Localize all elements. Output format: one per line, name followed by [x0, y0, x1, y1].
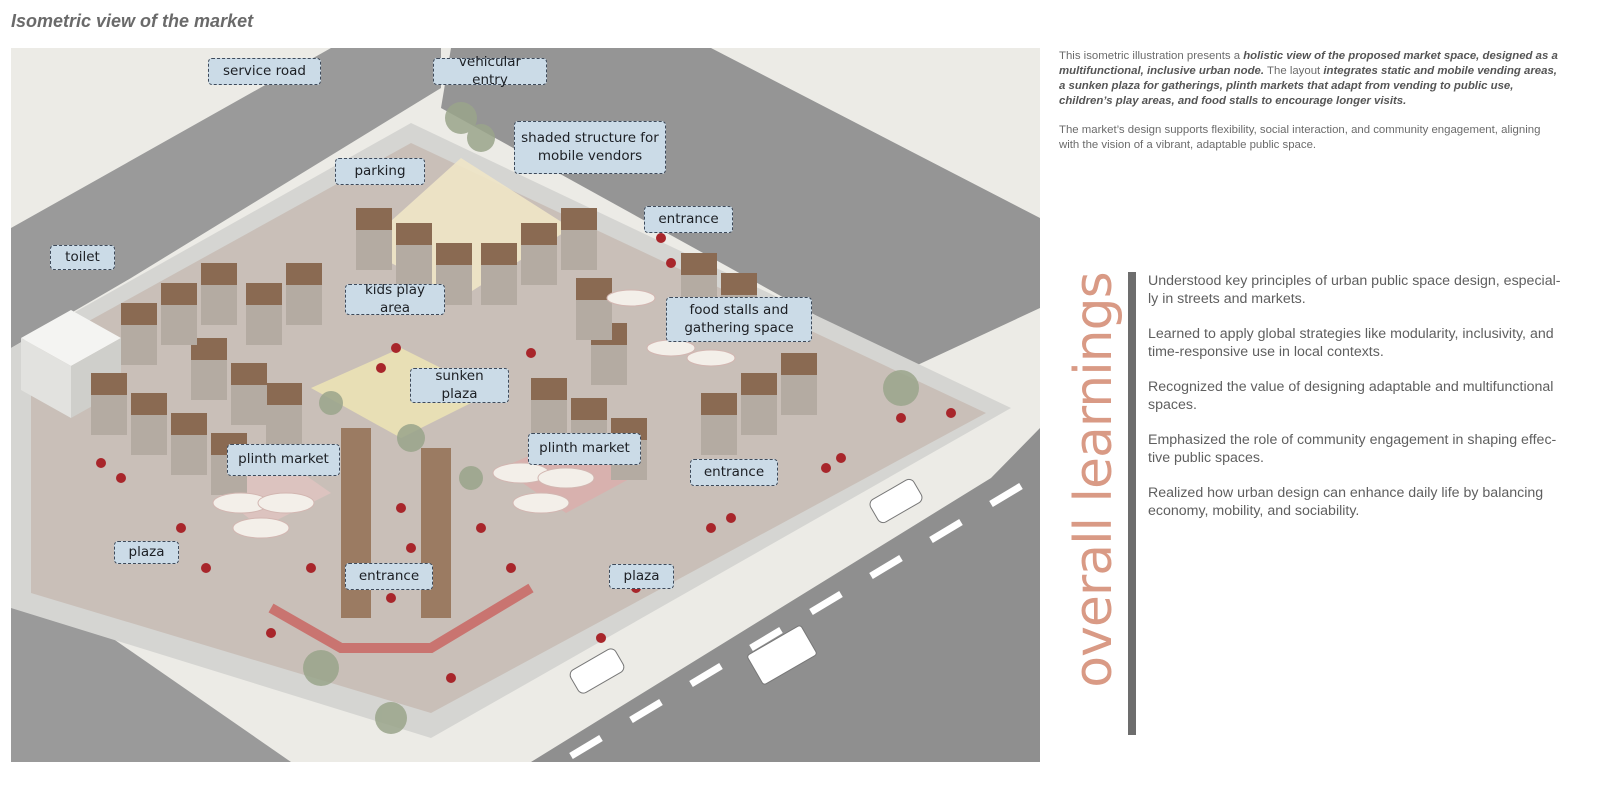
intro-p1-d: integrates static and mobile vending are… [1059, 65, 1557, 108]
label-shaded-structure: shaded structure for mobile vendors [514, 121, 666, 174]
intro-text: This isometric illustration presents a h… [1059, 49, 1559, 167]
road-bottom-right [531, 428, 1040, 762]
learning-item: Realized how urban design can enhance da… [1148, 485, 1544, 520]
red-track [268, 583, 534, 653]
overall-learnings-heading: overall learnings [1063, 270, 1125, 690]
road-top-left [11, 48, 441, 348]
lane-markings [569, 482, 1023, 760]
label-entrance-bottom: entrance [345, 563, 433, 590]
trees [303, 102, 919, 734]
vehicles [569, 478, 923, 694]
intro-paragraph-2: The market’s design supports flexibility… [1059, 124, 1541, 152]
intro-p1-c: The layout [1264, 65, 1324, 78]
isometric-market-illustration: service road vehicular entry shaded stru… [11, 48, 1040, 762]
label-sunken-plaza: sunken plaza [410, 368, 509, 403]
label-vehicular-entry: vehicular entry [433, 54, 547, 88]
label-service-road: service road [208, 58, 321, 85]
label-plaza-bottom: plaza [609, 564, 674, 589]
page-title: Isometric view of the market [11, 11, 254, 31]
learning-item: Recognized the value of designing adapta… [1148, 379, 1554, 414]
people [96, 233, 956, 683]
toilet-wall-left [21, 338, 71, 418]
label-entrance-top: entrance [644, 206, 733, 233]
learning-item: Emphasized the role of community engagem… [1148, 432, 1557, 467]
label-plinth-market-left: plinth market [227, 444, 340, 476]
label-food-stalls: food stalls and gathering space [666, 297, 812, 342]
vertical-divider [1128, 272, 1136, 735]
intro-p1-b: holistic view of the proposed market spa… [1059, 50, 1558, 78]
label-parking: parking [335, 158, 425, 185]
learning-item: Understood key principles of urban publi… [1148, 273, 1561, 308]
intro-paragraph-1: This isometric illustration presents a h… [1059, 49, 1559, 109]
intro-p1-a: This isometric illustration presents a [1059, 50, 1244, 62]
overall-learnings-heading-text: overall learnings [1064, 272, 1124, 688]
learning-item: Learned to apply global strategies like … [1148, 326, 1554, 361]
label-plaza-left: plaza [114, 541, 179, 564]
label-entrance-right: entrance [690, 459, 778, 486]
learnings-list: Understood key principles of urban publi… [1148, 272, 1568, 537]
stall-blocks [91, 208, 817, 618]
label-toilet: toilet [50, 245, 115, 270]
label-kids-play-area: kids play area [345, 282, 445, 316]
label-plinth-market-right: plinth market [528, 433, 641, 465]
umbrellas [212, 289, 736, 539]
